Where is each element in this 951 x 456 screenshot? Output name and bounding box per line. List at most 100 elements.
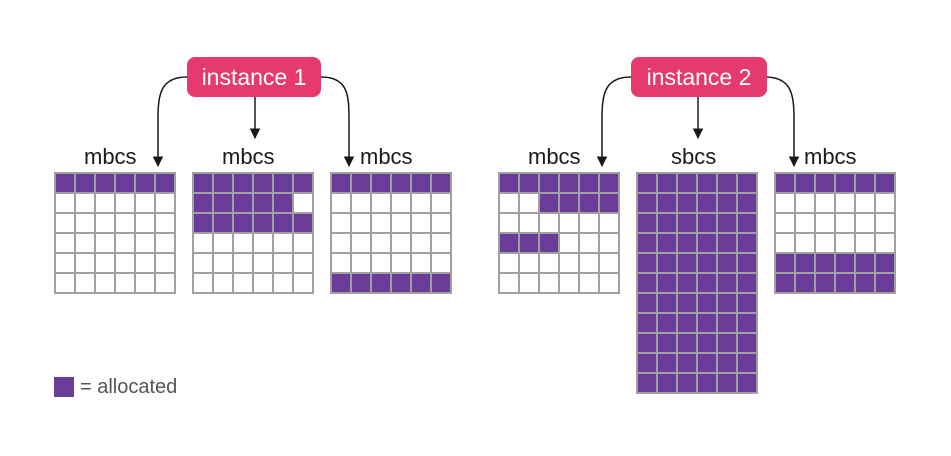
allocated-block: [718, 314, 736, 332]
free-block: [432, 234, 450, 252]
allocated-block: [234, 194, 252, 212]
allocated-block: [332, 174, 350, 192]
free-block: [412, 194, 430, 212]
instance-1-cache-1-label: mbcs: [84, 144, 137, 169]
allocated-block: [738, 354, 756, 372]
allocated-block: [234, 214, 252, 232]
free-block: [412, 214, 430, 232]
allocated-block: [658, 174, 676, 192]
free-block: [776, 214, 794, 232]
free-block: [816, 194, 834, 212]
allocated-block: [816, 274, 834, 292]
allocated-block: [698, 314, 716, 332]
allocated-block: [876, 174, 894, 192]
allocated-block: [698, 214, 716, 232]
allocated-block: [294, 214, 312, 232]
free-block: [776, 194, 794, 212]
allocated-block: [718, 174, 736, 192]
allocated-block: [796, 274, 814, 292]
allocated-block: [776, 274, 794, 292]
allocated-block: [718, 274, 736, 292]
free-block: [392, 214, 410, 232]
free-block: [372, 254, 390, 272]
allocated-block: [658, 274, 676, 292]
free-block: [520, 254, 538, 272]
allocated-block: [136, 174, 154, 192]
free-block: [876, 234, 894, 252]
free-block: [520, 274, 538, 292]
allocated-block: [214, 194, 232, 212]
allocated-block: [540, 194, 558, 212]
free-block: [856, 234, 874, 252]
allocated-block: [718, 214, 736, 232]
instance-1-cache-2-grid: [192, 172, 314, 294]
free-block: [76, 234, 94, 252]
free-block: [136, 254, 154, 272]
free-block: [76, 214, 94, 232]
free-block: [116, 234, 134, 252]
free-block: [796, 234, 814, 252]
allocated-block: [412, 274, 430, 292]
allocated-block: [560, 174, 578, 192]
allocated-block: [500, 234, 518, 252]
free-block: [136, 234, 154, 252]
allocated-block: [658, 354, 676, 372]
free-block: [194, 274, 212, 292]
free-block: [116, 194, 134, 212]
instance-2-cache-1-grid: [498, 172, 620, 294]
allocated-block: [194, 194, 212, 212]
free-block: [136, 274, 154, 292]
allocated-block: [332, 274, 350, 292]
allocated-block: [638, 354, 656, 372]
free-block: [500, 254, 518, 272]
allocated-block: [560, 194, 578, 212]
allocated-block: [876, 254, 894, 272]
allocated-block: [352, 274, 370, 292]
allocated-block: [540, 234, 558, 252]
allocated-block: [274, 214, 292, 232]
free-block: [234, 254, 252, 272]
allocated-block: [658, 314, 676, 332]
allocated-block: [698, 374, 716, 392]
instance-1-cache-2-label: mbcs: [222, 144, 275, 169]
allocated-swatch: [54, 377, 74, 397]
free-block: [560, 274, 578, 292]
allocated-block: [698, 254, 716, 272]
allocated-block: [718, 354, 736, 372]
allocated-block: [856, 254, 874, 272]
allocated-block: [678, 214, 696, 232]
allocated-block: [738, 254, 756, 272]
free-block: [332, 194, 350, 212]
free-block: [876, 194, 894, 212]
instance-2-cache-2-grid: [636, 172, 758, 394]
free-block: [352, 194, 370, 212]
allocated-block: [718, 234, 736, 252]
free-block: [274, 234, 292, 252]
allocated-block: [658, 214, 676, 232]
allocated-block: [796, 174, 814, 192]
free-block: [856, 214, 874, 232]
allocated-block: [678, 174, 696, 192]
free-block: [254, 234, 272, 252]
allocated-block: [638, 234, 656, 252]
allocated-block: [698, 194, 716, 212]
allocated-block: [718, 294, 736, 312]
free-block: [500, 194, 518, 212]
allocated-block: [194, 174, 212, 192]
free-block: [56, 274, 74, 292]
legend-text: = allocated: [80, 375, 178, 398]
arrow-instance-1-to-cache-1: [152, 76, 188, 168]
allocated-block: [776, 254, 794, 272]
free-block: [96, 254, 114, 272]
free-block: [156, 274, 174, 292]
allocated-block: [678, 354, 696, 372]
free-block: [836, 194, 854, 212]
free-block: [96, 234, 114, 252]
free-block: [156, 234, 174, 252]
allocated-block: [718, 334, 736, 352]
free-block: [352, 214, 370, 232]
free-block: [56, 254, 74, 272]
free-block: [254, 254, 272, 272]
free-block: [96, 214, 114, 232]
